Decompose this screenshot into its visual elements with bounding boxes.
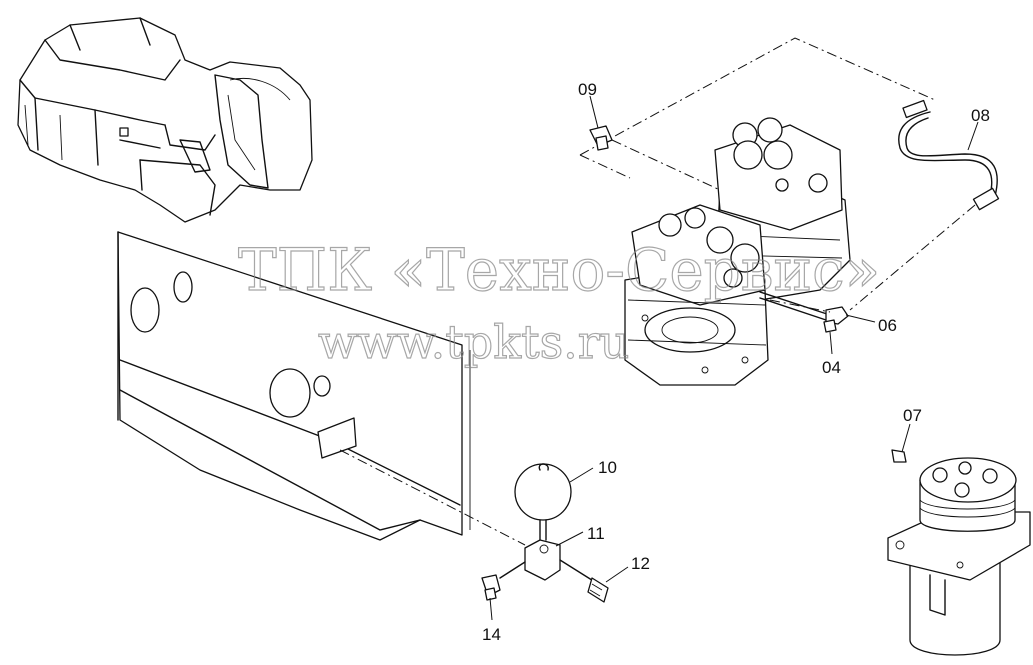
callout-04: 04	[822, 358, 841, 377]
routing-lines	[579, 37, 976, 313]
watermark-line1: ТПК «Техно-Сервис»	[238, 236, 880, 304]
frame-plate	[117, 231, 526, 546]
swing-motor-assembly	[624, 117, 851, 386]
center-joint	[887, 449, 1031, 656]
callout-labels: 09 08 06 04 07 10 11 12 14	[482, 80, 990, 644]
watermark-line2: www.tpkts.ru	[318, 315, 629, 369]
callout-14: 14	[482, 625, 501, 644]
excavator-upper-structure	[17, 17, 313, 223]
fitting-09	[589, 125, 613, 151]
callout-10: 10	[598, 458, 617, 477]
callout-06: 06	[878, 316, 897, 335]
hose-08	[898, 99, 1000, 211]
accumulator-group	[481, 463, 609, 603]
callout-08: 08	[971, 106, 990, 125]
callout-11: 11	[587, 524, 605, 543]
callout-07: 07	[903, 406, 922, 425]
watermark: ТПК «Техно-Сервис» www.tpkts.ru	[237, 235, 880, 369]
callout-09: 09	[578, 80, 597, 99]
leader-lines	[489, 95, 979, 621]
callout-12: 12	[631, 554, 650, 573]
